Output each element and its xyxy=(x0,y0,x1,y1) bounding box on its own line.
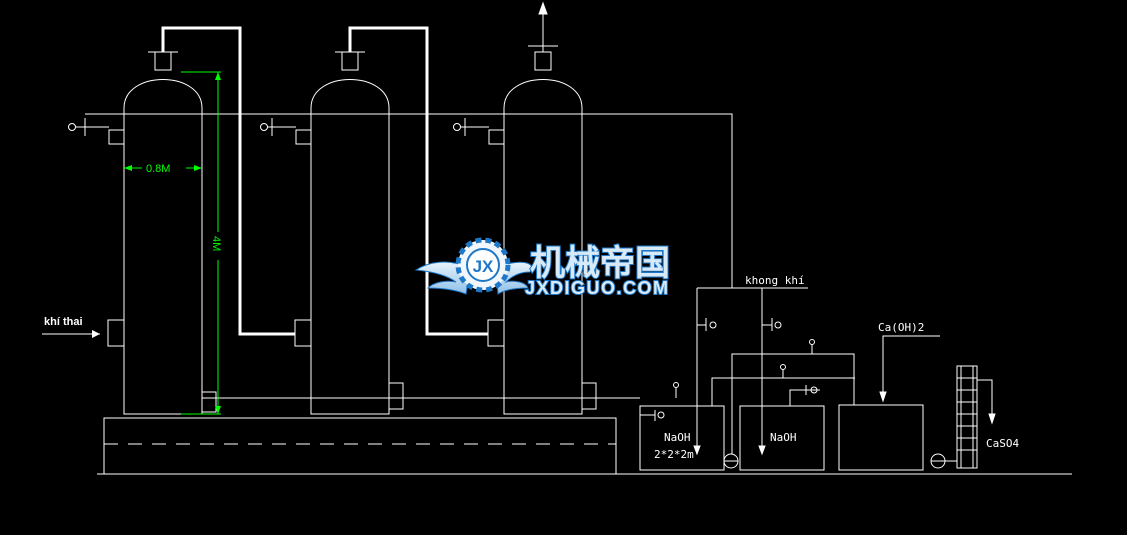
air-label: khong khí xyxy=(745,274,805,287)
recycle-line-2 xyxy=(711,377,855,406)
recycle-line-1 xyxy=(731,353,855,454)
dimension-width-label: 0.8M xyxy=(146,163,170,175)
caoh2-feed-line xyxy=(882,335,940,398)
inlet-label: khí thai xyxy=(44,316,83,328)
caoh2-label: Ca(OH)2 xyxy=(878,321,924,334)
naoh-tank-1 xyxy=(639,405,725,471)
caso4-label: CaSO4 xyxy=(986,437,1019,450)
dimension-height: 4M xyxy=(181,71,225,415)
caso4-outlet xyxy=(977,379,993,420)
recycle-line-3 xyxy=(789,389,820,406)
separator-unit xyxy=(956,365,978,469)
pump-1 xyxy=(723,453,739,469)
absorber-tower-3 xyxy=(453,45,597,415)
watermark-title: 机械帝国 xyxy=(530,244,670,284)
dimension-width: 0.8M xyxy=(124,161,202,175)
header-pipe xyxy=(85,113,733,288)
absorber-tower-1 xyxy=(68,51,217,415)
absorber-tower-2 xyxy=(260,51,404,415)
pipe-tower2-to-tower3 xyxy=(348,26,488,336)
foundation-base xyxy=(103,417,617,475)
pipe-tower1-to-tower2 xyxy=(161,26,295,336)
tank1-reagent-label: NaOH xyxy=(664,431,691,444)
naoh-tank-2 xyxy=(739,405,825,471)
pump-2 xyxy=(930,453,946,469)
tank2-reagent-label: NaOH xyxy=(770,431,797,444)
emblem-text: JX xyxy=(473,257,494,276)
watermark-logo: JX 机械帝国 JXDIGUO.COM xyxy=(414,237,671,299)
exhaust-arrow xyxy=(538,1,548,46)
caoh2-tank xyxy=(838,404,924,471)
tank1-size-label: 2*2*2m xyxy=(654,448,694,461)
inlet-gas: khí thai xyxy=(42,316,100,338)
dimension-height-label: 4M xyxy=(210,236,222,251)
watermark-url: JXDIGUO.COM xyxy=(525,278,670,298)
